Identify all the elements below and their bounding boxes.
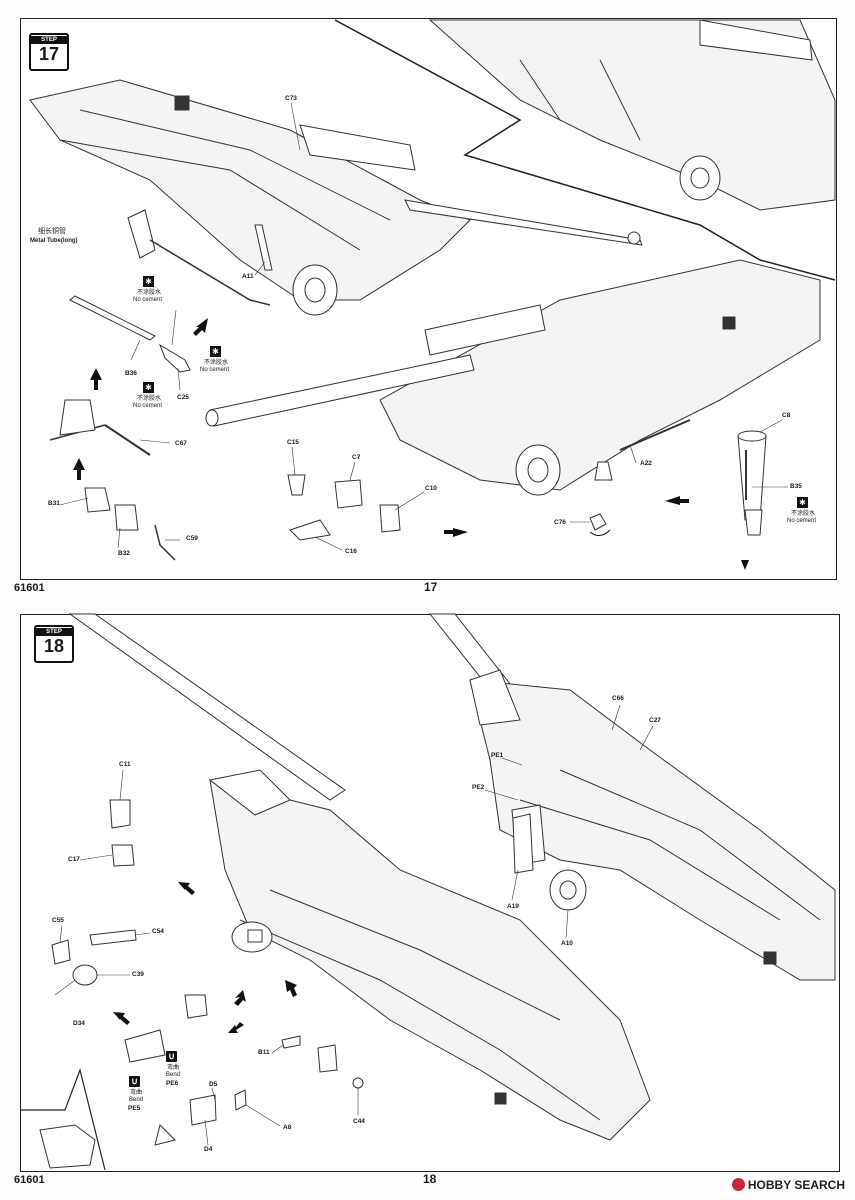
no-cement-icon: ✱ (797, 497, 808, 508)
part-label-c25: C25 (177, 394, 189, 401)
part-label-c17: C17 (68, 856, 80, 863)
step-label: STEP (31, 36, 67, 44)
product-code: 61601 (14, 582, 45, 594)
no-cement-icon: ✱ (143, 382, 154, 393)
page-number: 18 (423, 1172, 437, 1186)
part-label-c10: C10 (425, 485, 437, 492)
part-label-b31: B31 (48, 500, 60, 507)
part-label-c76: C76 (554, 519, 566, 526)
part-label-c11: C11 (119, 761, 131, 768)
part-label-b36: B36 (125, 370, 137, 377)
part-label-c39: C39 (132, 971, 144, 978)
no-cement-en-4: No cement (787, 518, 817, 524)
part-label-c27: C27 (649, 717, 661, 724)
no-cement-en-1: No cement (133, 297, 163, 303)
bend-en-label: Bend (166, 1072, 181, 1078)
part-label-c16: C16 (345, 548, 357, 555)
part-label-b35: B35 (790, 483, 802, 490)
part-label-c67: C67 (175, 440, 187, 447)
part-label-c54: C54 (152, 928, 164, 935)
bend-en-label: Bend (129, 1097, 144, 1103)
bend-icon: ∪ (166, 1051, 177, 1062)
part-label-b32: B32 (118, 550, 130, 557)
step-label: STEP (36, 628, 72, 636)
part-label-c8: C8 (782, 412, 791, 419)
part-label-pe6: PE6 (166, 1080, 179, 1087)
part-label-pe5: PE5 (128, 1105, 141, 1112)
part-label-c7: C7 (352, 454, 361, 461)
hobby-search-logo-icon (731, 1178, 745, 1191)
step-number: 17 (38, 44, 60, 64)
step-number: 18 (43, 636, 65, 656)
part-label-c66: C66 (612, 695, 624, 702)
page-number: 17 (424, 580, 438, 594)
no-cement-en-3: No cement (133, 403, 163, 409)
part-label-a8: A8 (283, 1124, 292, 1131)
part-label-pe2: PE2 (472, 784, 485, 791)
part-label-pe1: PE1 (491, 752, 504, 759)
part-label-b11: B11 (258, 1049, 270, 1056)
part-label-d34: D34 (73, 1020, 85, 1027)
no-cement-cn-2: 不涂胶水 (204, 360, 229, 366)
part-label-d4: D4 (204, 1146, 213, 1153)
bend-icon: ∪ (129, 1076, 140, 1087)
part-label-c59: C59 (186, 535, 198, 542)
no-cement-icon: ✱ (143, 276, 154, 287)
part-label-d5: D5 (209, 1081, 218, 1088)
no-cement-cn-4: 不涂胶水 (791, 511, 816, 517)
part-label-c44: C44 (353, 1118, 365, 1125)
page-17: STEP 17 (14, 18, 837, 594)
part-label-c15: C15 (287, 439, 299, 446)
bend-cn-label: 弯曲 (167, 1065, 180, 1071)
step-17-drawing (29, 19, 836, 570)
part-label-a19: A19 (507, 903, 519, 910)
step-18-drawing (20, 613, 836, 1171)
watermark-text: HOBBY SEARCH (747, 1178, 845, 1192)
part-label-a11: A11 (242, 273, 254, 280)
no-cement-en-2: No cement (200, 367, 230, 373)
metal-tube-en-label: Metal Tube(long) (30, 238, 78, 244)
step-badge: STEP 18 (34, 625, 74, 663)
no-cement-cn-1: 不涂胶水 (137, 290, 162, 296)
product-code: 61601 (14, 1174, 45, 1186)
no-cement-icon: ✱ (210, 346, 221, 357)
part-label-c55: C55 (52, 917, 64, 924)
watermark: HOBBY SEARCH (731, 1178, 845, 1192)
part-label-a22: A22 (640, 460, 652, 467)
part-label-c73: C73 (285, 95, 297, 102)
page-18: STEP 18 (0, 600, 855, 1200)
part-label-a10: A10 (561, 940, 573, 947)
metal-tube-cn-label: 细长铜管 (38, 228, 66, 235)
no-cement-cn-3: 不涂胶水 (137, 396, 162, 402)
bend-cn-label: 弯曲 (130, 1090, 143, 1096)
step-badge: STEP 17 (29, 33, 69, 71)
